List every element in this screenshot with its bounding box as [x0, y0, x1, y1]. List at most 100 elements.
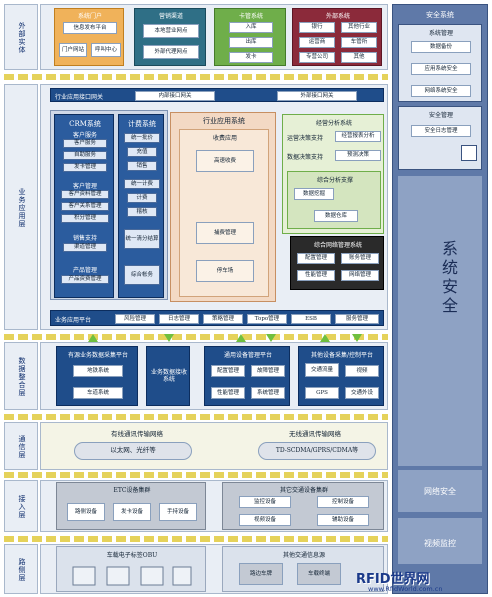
nms-item: 性能管理	[297, 270, 335, 281]
decoration-box	[461, 145, 477, 161]
bi-system-box: 经营分析系统 运营决策支持 经营报表分析 数据决策支持 预测决策 综合分析支撑 …	[282, 114, 384, 234]
industry-item: 停车场	[196, 260, 254, 282]
arrow-down	[352, 334, 362, 342]
marketing-title: 营销渠道	[158, 13, 183, 20]
billing-item: 充值	[127, 147, 157, 157]
wireless-network-title: 无线通讯传输网络	[289, 430, 341, 438]
other-info-item: 路边车牌	[239, 563, 283, 585]
ext-item: 运营商	[299, 37, 335, 48]
marketing-item: 本地营业网点	[143, 24, 199, 38]
divider	[4, 536, 388, 542]
bi-support-box: 综合分析支撑 数据挖掘 数据仓库	[287, 171, 381, 229]
nms-title: 综合网络管理系统	[313, 242, 362, 249]
billing-item: 统一清分结算	[124, 229, 160, 249]
obu-box: 车载电子标签OBU	[56, 546, 206, 592]
other-info-box: 其他交通信息源 路边车牌 车载终端	[222, 546, 384, 592]
business-bus: 业务应用平台 风险管理 日志管理 策略管理 Topo管理 ESB 服务管理	[50, 310, 384, 326]
crm-item: 客户资料管理	[61, 190, 109, 199]
arrow-up	[320, 334, 330, 342]
system-mgmt-box: 系统管理 数据备份 应用系统安全 网络系统安全	[398, 24, 482, 102]
nms-item: 账务管理	[341, 253, 379, 264]
arrow-down	[266, 334, 276, 342]
etc-item: 发卡设备	[113, 503, 151, 521]
video-monitor-box	[398, 518, 482, 564]
watermark-brand: RFID世界网	[356, 572, 430, 587]
card-system-box: 卡管系统 入库 出库 发卡	[214, 8, 286, 66]
billing-item: 计费	[127, 193, 157, 203]
data-platform-3: 通用设备管理平台 配置管理 故障管理 性能管理 系统管理	[204, 346, 290, 406]
ext-item: 银行	[299, 22, 335, 33]
charge-app-box: 收费应用 高速收费 捕费管理 停车场	[179, 129, 269, 297]
crm-group-label: 产品管理	[72, 267, 97, 274]
billing-item: 综合帐务	[124, 265, 160, 285]
nms-item: 配置管理	[297, 253, 335, 264]
layer-label-roadside: 路侧层	[4, 544, 38, 594]
security-item: 应用系统安全	[411, 63, 471, 75]
bus-item: 策略管理	[203, 314, 243, 324]
billing-item: 稽核	[127, 207, 157, 217]
bi-support-item: 数据仓库	[314, 210, 358, 222]
data-platform-1: 有源业务数据采集平台 地铁系统 车道系统	[56, 346, 138, 406]
crm-group-label: 客户管理	[72, 183, 97, 190]
divider	[4, 334, 388, 340]
other-cluster-title: 其它交通设备集群	[279, 487, 328, 494]
customer-portal-box: 系统门户 信息发布平台 门户网站 呼叫中心	[54, 8, 124, 66]
bi-item: 经营报表分析	[335, 131, 381, 142]
crm-group-label: 客户服务	[72, 132, 97, 139]
portal-item: 门户网站	[59, 43, 87, 57]
system-mgmt-title: 系统管理	[428, 30, 453, 37]
crm-item: 产品资费管理	[61, 275, 109, 284]
industry-item: 捕费管理	[196, 222, 254, 244]
billing-item: 统一批价	[124, 133, 160, 143]
arrow-up	[88, 334, 98, 342]
data-p3-title: 通用设备管理平台	[223, 352, 272, 359]
data-p3-item: 系统管理	[251, 387, 285, 399]
data-p4-item: 交通外设	[345, 387, 379, 399]
other-cluster-item: 控制设备	[317, 496, 369, 508]
data-p3-item: 配置管理	[211, 365, 245, 377]
layer-label-access: 接入层	[4, 480, 38, 532]
ext-item: 其他	[341, 52, 377, 63]
layer-label-data: 数据整合层	[4, 342, 38, 410]
data-p3-item: 性能管理	[211, 387, 245, 399]
ext-item: 其他行业	[341, 22, 377, 33]
etc-item: 路侧设备	[67, 503, 105, 521]
marketing-item: 外部代理网点	[143, 45, 199, 59]
industry-item: 高速收费	[196, 150, 254, 172]
billing-title: 计费系统	[128, 120, 156, 128]
gateway-title: 行业应用接口网关	[55, 94, 104, 101]
industry-title: 行业应用系统	[203, 117, 245, 125]
data-p4-item: 视频	[345, 365, 379, 377]
nms-item: 网络管理	[341, 270, 379, 281]
crm-box: CRM系统 客户服务 客户服务 自助服务 发卡管理 客户管理 客户资料管理 客户…	[54, 114, 114, 298]
customer-portal-title: 系统门户	[77, 13, 102, 20]
divider	[4, 472, 388, 478]
video-monitor-label: 视频监控	[424, 539, 456, 548]
security-log-item: 安全日志管理	[411, 125, 471, 137]
crm-item: 客户服务	[63, 139, 107, 148]
data-p4-item: GPS	[305, 387, 339, 399]
nms-box: 综合网络管理系统 配置管理 账务管理 性能管理 网络管理	[290, 236, 384, 290]
gateway-bar: 行业应用接口网关 内部接口网关 外部接口网关	[50, 88, 384, 102]
crm-title: CRM系统	[69, 120, 101, 128]
bi-title: 经营分析系统	[315, 120, 352, 127]
bus-item: ESB	[291, 314, 331, 324]
billing-item: 销售	[127, 161, 157, 171]
etc-title: ETC设备集群	[113, 487, 151, 494]
data-p1-item: 地铁系统	[73, 365, 123, 377]
data-p4-item: 交通流量	[305, 363, 339, 377]
data-p1-item: 车道系统	[73, 387, 123, 399]
wireless-network: TD-SCDMA/GPRS/CDMA等	[258, 442, 376, 460]
ext-item: 专营公司	[299, 52, 335, 63]
data-p2-title: 业务数据接收系统	[150, 369, 187, 383]
divider	[4, 414, 388, 420]
bus-item: 服务管理	[335, 314, 379, 324]
arrow-down	[164, 334, 174, 342]
bi-label: 数据决策支持	[287, 154, 324, 161]
system-security-label-bg	[398, 176, 482, 466]
security-top-title: 安全系统	[426, 11, 454, 19]
billing-item: 统一计费	[124, 179, 160, 189]
etc-item: 手持设备	[159, 503, 197, 521]
crm-item: 客户关系管理	[61, 202, 109, 211]
ext-sys-title: 外部系统	[325, 13, 350, 20]
